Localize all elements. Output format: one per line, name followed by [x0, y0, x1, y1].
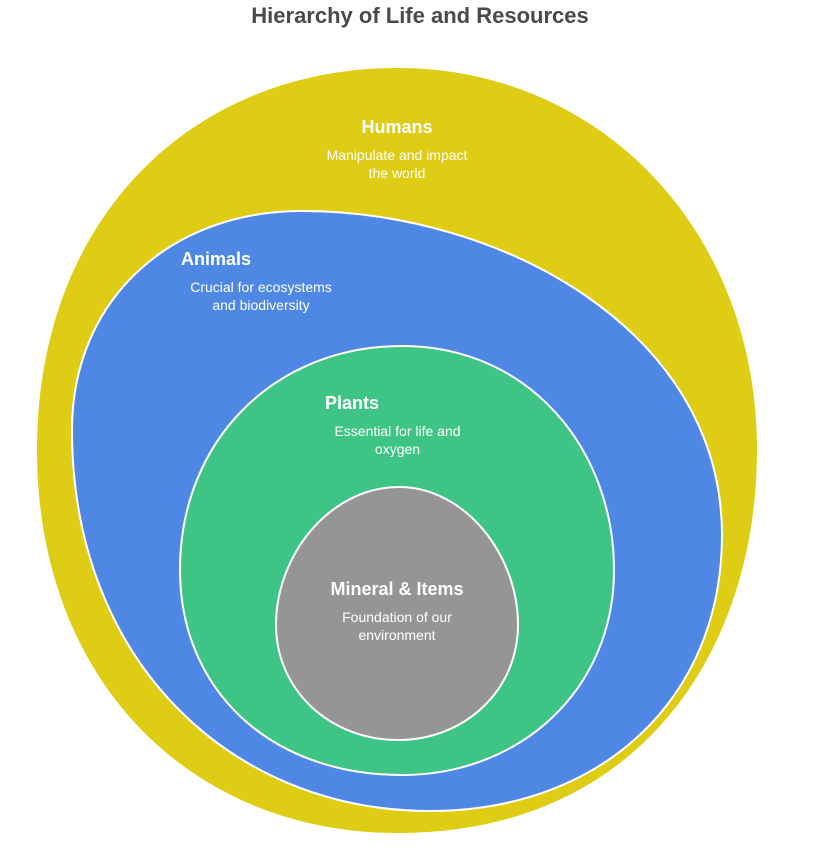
layer-description-minerals: Foundation of our environment	[297, 608, 497, 644]
layer-name-animals: Animals	[181, 249, 252, 269]
layer-name-humans: Humans	[361, 117, 433, 137]
layer-description-plants: Essential for life and oxygen	[325, 422, 470, 458]
diagram-title: Hierarchy of Life and Resources	[251, 3, 589, 28]
layer-description-humans: Manipulate and impact the world	[297, 146, 497, 182]
layer-label-plants: Plants Essential for life and oxygen	[325, 393, 470, 458]
layer-label-minerals: Mineral & Items Foundation of our enviro…	[297, 579, 497, 644]
description-line: the world	[368, 165, 426, 181]
layer-name-plants: Plants	[325, 393, 380, 413]
layer-shape-minerals	[274, 485, 520, 742]
layer-name-minerals: Mineral & Items	[330, 579, 464, 599]
description-line: Manipulate and impact	[326, 147, 468, 163]
description-line: Essential for life and	[334, 423, 461, 439]
description-line: Foundation of our	[342, 609, 452, 625]
layer-label-humans: Humans Manipulate and impact the world	[297, 117, 497, 182]
description-line: oxygen	[374, 441, 421, 457]
description-line: and biodiversity	[212, 297, 310, 313]
description-line: Crucial for ecosystems	[190, 279, 332, 295]
layer-label-animals: Animals Crucial for ecosystems and biodi…	[181, 249, 341, 314]
description-line: environment	[358, 627, 436, 643]
layer-description-animals: Crucial for ecosystems and biodiversity	[181, 278, 341, 314]
